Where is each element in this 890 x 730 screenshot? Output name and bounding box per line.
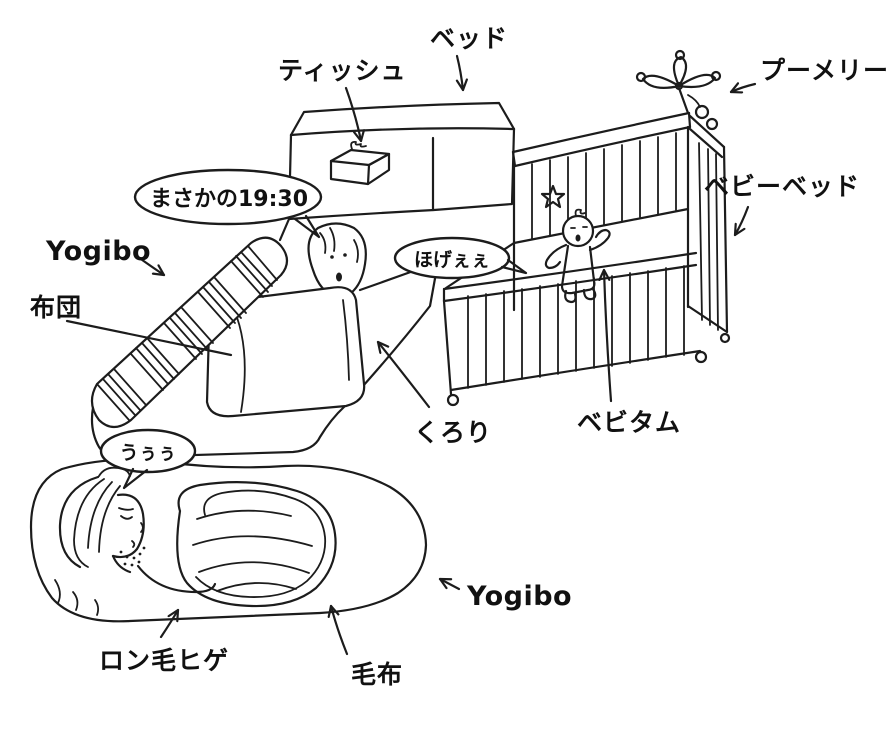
bed-label: ベッド [430, 24, 509, 53]
kurori-label: くろり [414, 418, 493, 447]
tissue-arrow [344, 86, 361, 143]
bebitam-label: ベビタム [577, 408, 682, 437]
yogibo-bottom-label: Yogibo [467, 581, 573, 612]
speech-bubble-dad [99, 428, 197, 490]
star-decoration [540, 184, 566, 209]
yogibo-left-sketch [90, 236, 289, 429]
kurori-arrow [376, 340, 431, 409]
blanket-arrow [331, 604, 349, 656]
yogibo-bottom-arrow [438, 577, 461, 591]
yogibo-left-arrow [136, 255, 166, 277]
longhair-arrow [159, 608, 180, 639]
yogibo-bottom-sketch [29, 458, 428, 623]
baby-sketch [544, 208, 611, 304]
blanket-label: 毛布 [351, 660, 404, 689]
bebitam-arrow [604, 268, 613, 403]
bed-arrow [457, 54, 463, 92]
blanket-sketch [176, 481, 337, 608]
mom-bubble-text: まさかの19:30 [149, 187, 309, 212]
mobile-toy-sketch [635, 49, 722, 131]
babybed-arrow [733, 205, 750, 237]
futon-line [65, 319, 233, 357]
mobile-arrow [729, 84, 757, 92]
longhair-label: ロン毛ヒゲ [99, 646, 230, 675]
tissue-label: ティッシュ [278, 56, 407, 85]
tissue-box-sketch [329, 140, 391, 186]
speech-bubble-mom [133, 168, 323, 239]
baby-crib-sketch [442, 111, 731, 407]
mobile-label: プーメリー [760, 56, 890, 85]
futon-label: 布団 [30, 293, 83, 322]
bed-headboard-sketch [278, 101, 516, 242]
baby-bubble-text: ほげぇぇ [413, 248, 490, 271]
dad-bubble-text: うぅぅ [119, 441, 177, 464]
yogibo-left-label: Yogibo [46, 236, 152, 267]
annotation-arrows [65, 54, 757, 656]
speech-bubble-baby [393, 236, 528, 280]
babybed-label: ベビーベッド [704, 172, 861, 201]
